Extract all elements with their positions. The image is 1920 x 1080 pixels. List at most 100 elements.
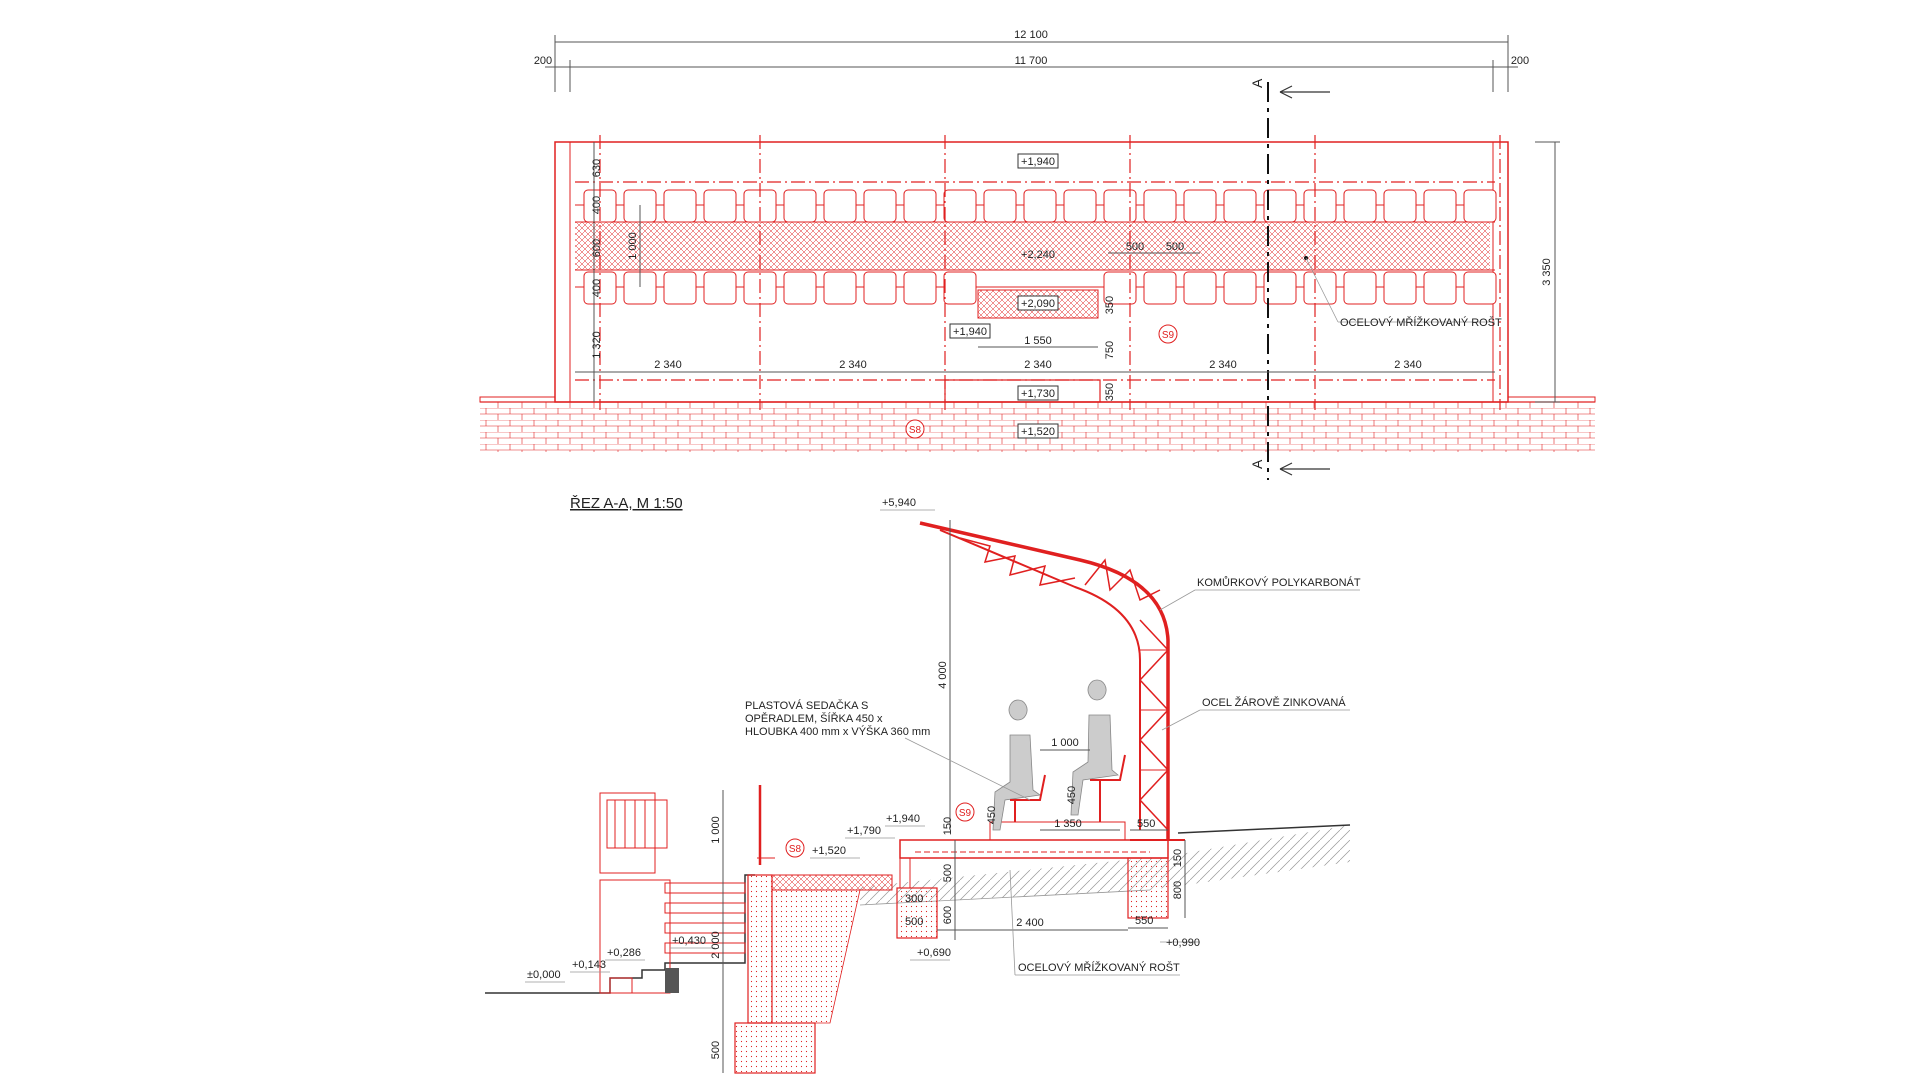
grating-band <box>575 222 1490 270</box>
height-dim: 3 350 <box>1541 258 1553 286</box>
seat-plan <box>1423 271 1457 305</box>
seat-plan <box>823 271 857 305</box>
seat-plan <box>1063 189 1097 223</box>
dim-800: 800 <box>1172 881 1184 899</box>
level-286: +0,286 <box>607 947 641 959</box>
level-ground: +1,520 <box>1021 426 1055 438</box>
bay-dim-3: 2 340 <box>1024 359 1052 371</box>
spectators <box>992 679 1119 831</box>
side-dim-1000: 1 000 <box>627 232 639 260</box>
seat-plan <box>1143 189 1177 223</box>
section-mark-bottom: A <box>1249 459 1265 469</box>
callout-polycarbonate: KOMŮRKOVÝ POLYKARBONÁT <box>1197 576 1361 589</box>
dim-1350: 1 350 <box>1054 818 1082 830</box>
level-990: +0,990 <box>1166 937 1200 949</box>
spectator-1 <box>992 699 1042 831</box>
seat-plan <box>903 189 937 223</box>
seat-2 <box>1090 754 1126 822</box>
bay-dim-4: 2 340 <box>1209 359 1237 371</box>
retaining-wall <box>734 785 893 1074</box>
seat-plan <box>663 271 697 305</box>
seat-plan <box>863 271 897 305</box>
seat-plan <box>783 189 817 223</box>
section-title: ŘEZ A-A, M 1:50 <box>570 495 683 512</box>
level-low: +1,730 <box>1021 388 1055 400</box>
tag-s9-section: S9 <box>959 808 972 819</box>
seat-plan <box>1383 189 1417 223</box>
section-line-a-a: A A <box>1249 78 1330 480</box>
left-bench <box>599 792 746 994</box>
seat-plan <box>1463 189 1497 223</box>
dim-inner: 11 700 <box>1015 55 1048 67</box>
section-mark-top: A <box>1249 78 1265 88</box>
side-dim-1320: 1 320 <box>591 331 603 359</box>
level-mid: +2,240 <box>1021 249 1055 261</box>
seat-plan <box>1103 271 1137 305</box>
dim-500-a: 500 <box>1126 241 1144 253</box>
seat-plan <box>943 189 977 223</box>
side-dimensions: 630 400 600 400 1 320 1 000 3 350 <box>591 141 1560 403</box>
seat-plan <box>703 271 737 305</box>
seat-plan <box>1223 189 1257 223</box>
bay-dim-5: 2 340 <box>1394 359 1422 371</box>
level-deck: +1,940 <box>886 813 920 825</box>
seat-plan <box>1143 271 1177 305</box>
seat-plan <box>1183 189 1217 223</box>
stand-platform <box>896 821 1185 939</box>
roof-truss <box>919 521 1170 840</box>
dim-1550: 1 550 <box>1024 335 1052 347</box>
seat-plan <box>1303 189 1337 223</box>
callout-seat-line3: HLOUBKA 400 mm x VÝŠKA 360 mm <box>745 725 930 738</box>
centre-dimensions: 500 500 1 550 350 750 350 <box>978 241 1200 401</box>
seat-plan <box>1263 271 1297 305</box>
tag-s8-plan: S8 <box>909 425 922 436</box>
tag-s8-section: S8 <box>789 844 802 855</box>
callout-seat-line1: PLASTOVÁ SEDAČKA S <box>745 699 868 712</box>
seat-plan <box>1343 189 1377 223</box>
dim-1000-left: 1 000 <box>710 816 722 844</box>
seat-plan <box>1343 271 1377 305</box>
level-step-s: +1,790 <box>847 825 881 837</box>
level-side: +1,940 <box>953 326 987 338</box>
level-430: +0,430 <box>672 935 706 947</box>
bay-dim-1: 2 340 <box>654 359 682 371</box>
dim-150-b: 150 <box>1172 849 1184 867</box>
dim-350-b: 350 <box>1104 383 1116 401</box>
side-dim-630: 630 <box>591 159 603 177</box>
side-dim-600: 600 <box>591 239 603 257</box>
level-top: +1,940 <box>1021 156 1055 168</box>
top-dimensions: 12 100 11 700 200 200 <box>534 29 1529 92</box>
dim-550-bottom: 550 <box>1135 915 1153 927</box>
dim-300: 300 <box>905 893 923 905</box>
seats <box>1010 754 1126 822</box>
bay-dimensions: 2 340 2 340 2 340 2 340 2 340 <box>575 359 1495 373</box>
seat-plan <box>823 189 857 223</box>
seat-plan <box>903 271 937 305</box>
dim-500-mid: 500 <box>942 864 954 882</box>
dim-150-a: 150 <box>942 817 954 835</box>
earth-hatch <box>860 825 1350 905</box>
callout-seat-line2: OPĚRADLEM, ŠÍŘKA 450 x <box>745 712 883 725</box>
seat-plan <box>1183 271 1217 305</box>
dim-500-foot: 500 <box>710 1041 722 1059</box>
seat-plan <box>863 189 897 223</box>
seat-plan <box>1263 189 1297 223</box>
callout-grating-section: OCELOVÝ MŘÍŽKOVANÝ ROŠT <box>1018 961 1180 974</box>
seat-plan <box>1423 189 1457 223</box>
seat-plan <box>1463 271 1497 305</box>
seat-plan <box>703 189 737 223</box>
side-dim-400b: 400 <box>591 279 603 297</box>
dim-350-a: 350 <box>1104 296 1116 314</box>
dim-right: 200 <box>1511 55 1529 67</box>
plan-levels: +1,940 +2,240 +2,090 +1,940 +1,730 +1,52… <box>949 153 1059 439</box>
seat-plan <box>983 189 1017 223</box>
seat-plan <box>1223 271 1257 305</box>
seat-plan <box>663 189 697 223</box>
dim-450-a: 450 <box>986 806 998 824</box>
tag-s9-plan: S9 <box>1162 330 1175 341</box>
spectator-2 <box>1070 679 1119 816</box>
seat-row-upper <box>583 189 1497 223</box>
dim-2400: 2 400 <box>1016 917 1044 929</box>
level-path: +1,520 <box>812 845 846 857</box>
